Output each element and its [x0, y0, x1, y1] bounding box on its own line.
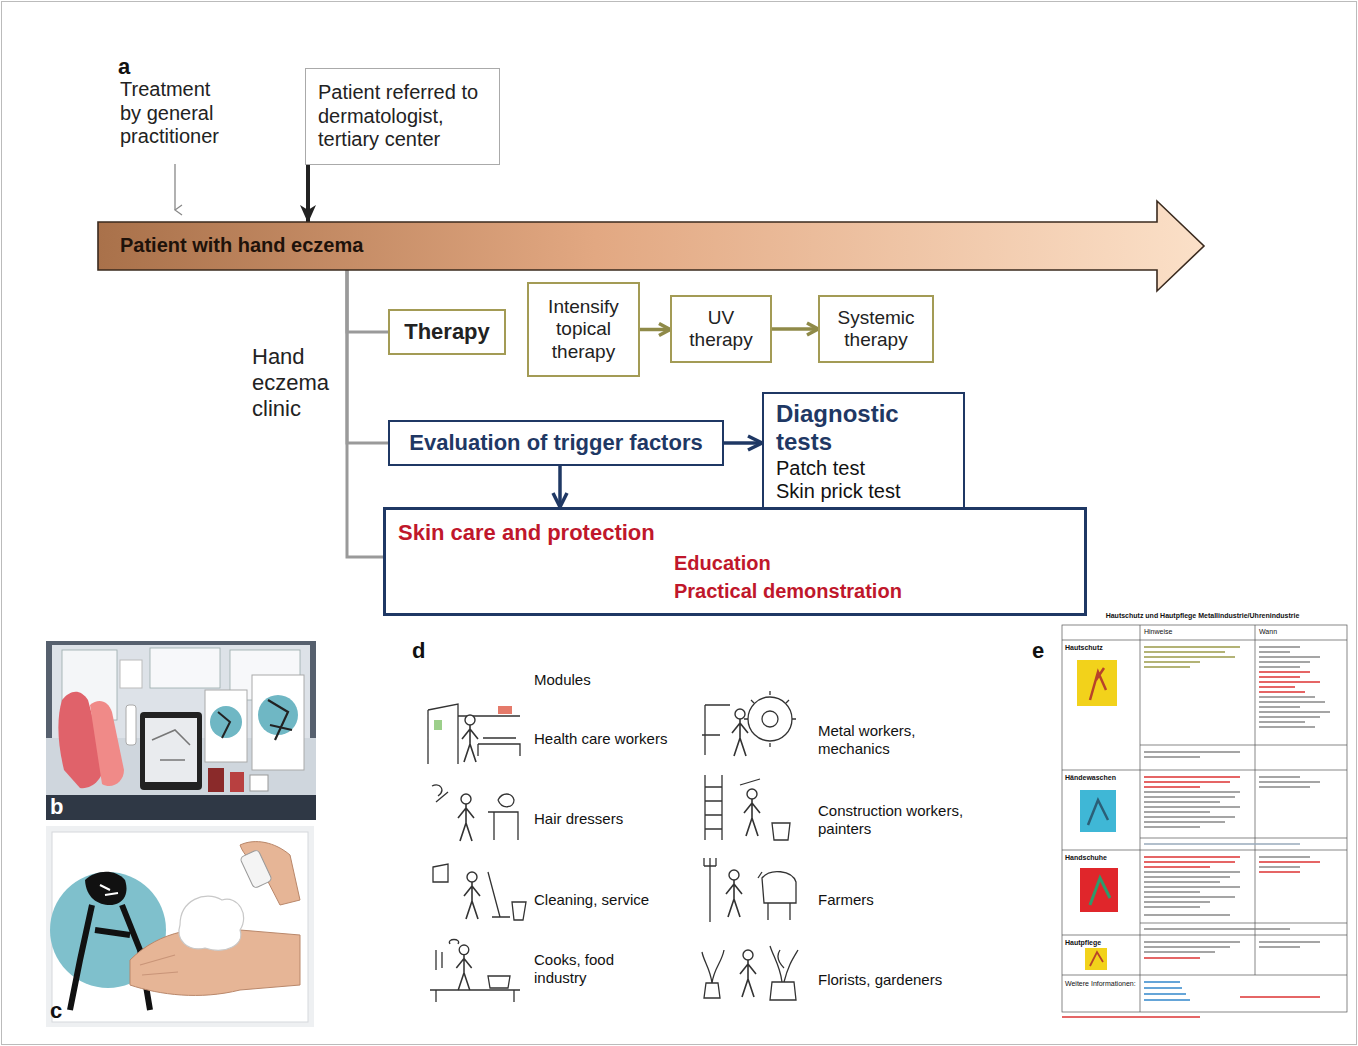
table-cell: Hautpflege — [1065, 939, 1101, 947]
module-name: Hair dressers — [534, 810, 623, 828]
note-text: Treatment by general practitioner — [120, 78, 232, 149]
therapy-box: Therapy — [388, 309, 506, 355]
module-name: Health care workers — [534, 730, 667, 748]
node-title: Patient referred to dermatologist, terti… — [318, 81, 487, 152]
thin-arrow — [174, 164, 175, 210]
node-text: Skin prick test — [776, 480, 900, 504]
band-arrow-outline — [98, 201, 1204, 291]
skin-care-box: Skin care and protectionEducationPractic… — [383, 507, 1087, 616]
evaluation-box: Evaluation of trigger factors — [388, 420, 724, 466]
module-name: Metal workers, mechanics — [818, 722, 933, 757]
node-title: Skin care and protection — [398, 520, 655, 546]
panel-letter: d — [412, 638, 425, 664]
node-text: Education — [674, 552, 771, 576]
module-name: Farmers — [818, 891, 874, 909]
arrow-connector — [306, 165, 310, 222]
table-cell: Hinweise — [1144, 628, 1172, 636]
node-text: Practical demonstration — [674, 580, 902, 604]
arrow-connector — [724, 441, 762, 445]
module-name: Florists, gardeners — [818, 971, 942, 989]
node-title: Intensify topical therapy — [537, 296, 630, 363]
table-cell: Handschuhe — [1065, 854, 1107, 862]
arrow-connector — [558, 466, 562, 507]
note-text: Hand eczema clinic — [252, 344, 337, 422]
arrow-connector — [772, 327, 818, 331]
node-text: Patch test — [776, 457, 865, 481]
panel-letter: a — [118, 54, 130, 80]
patient-band: Patient with hand eczema — [97, 222, 1205, 270]
therapy-step: UV therapy — [670, 295, 772, 363]
panel-heading: Modules — [534, 671, 591, 689]
node-title: Therapy — [404, 319, 490, 345]
node-title: Patient with hand eczema — [120, 234, 363, 258]
panel-letter: b — [50, 794, 63, 820]
diagnostic-box: Diagnostic testsPatch testSkin prick tes… — [762, 392, 965, 512]
node-title: UV therapy — [682, 307, 760, 352]
module-name: Construction workers, painters — [818, 802, 983, 837]
bracket-line — [347, 270, 388, 443]
node-title: Diagnostic tests — [776, 400, 951, 457]
module-name: Cooks, food industry — [534, 951, 634, 986]
panel-letter: c — [50, 998, 62, 1024]
photo-b — [46, 641, 316, 820]
therapy-step: Systemic therapy — [818, 295, 934, 363]
arrow-connector — [640, 328, 670, 332]
table-cell: Weitere Informationen: — [1065, 980, 1136, 988]
table-cell: Hautschutz — [1065, 644, 1103, 652]
bracket-line — [347, 270, 388, 332]
module-sketches — [428, 691, 798, 1002]
leaflet-table — [1058, 610, 1350, 1022]
bracket-line — [347, 270, 383, 557]
referral-box: Patient referred to dermatologist, terti… — [305, 68, 500, 165]
module-name: Cleaning, service — [534, 891, 649, 909]
therapy-step: Intensify topical therapy — [527, 282, 640, 377]
table-cell: Händewaschen — [1065, 774, 1116, 782]
node-title: Systemic therapy — [828, 307, 924, 352]
node-title: Evaluation of trigger factors — [409, 430, 702, 456]
table-title: Hautschutz und Hautpflege Metallindustri… — [1058, 612, 1347, 620]
table-cell: Wann — [1259, 628, 1277, 636]
photo-c — [46, 826, 314, 1027]
panel-letter: e — [1032, 638, 1044, 664]
